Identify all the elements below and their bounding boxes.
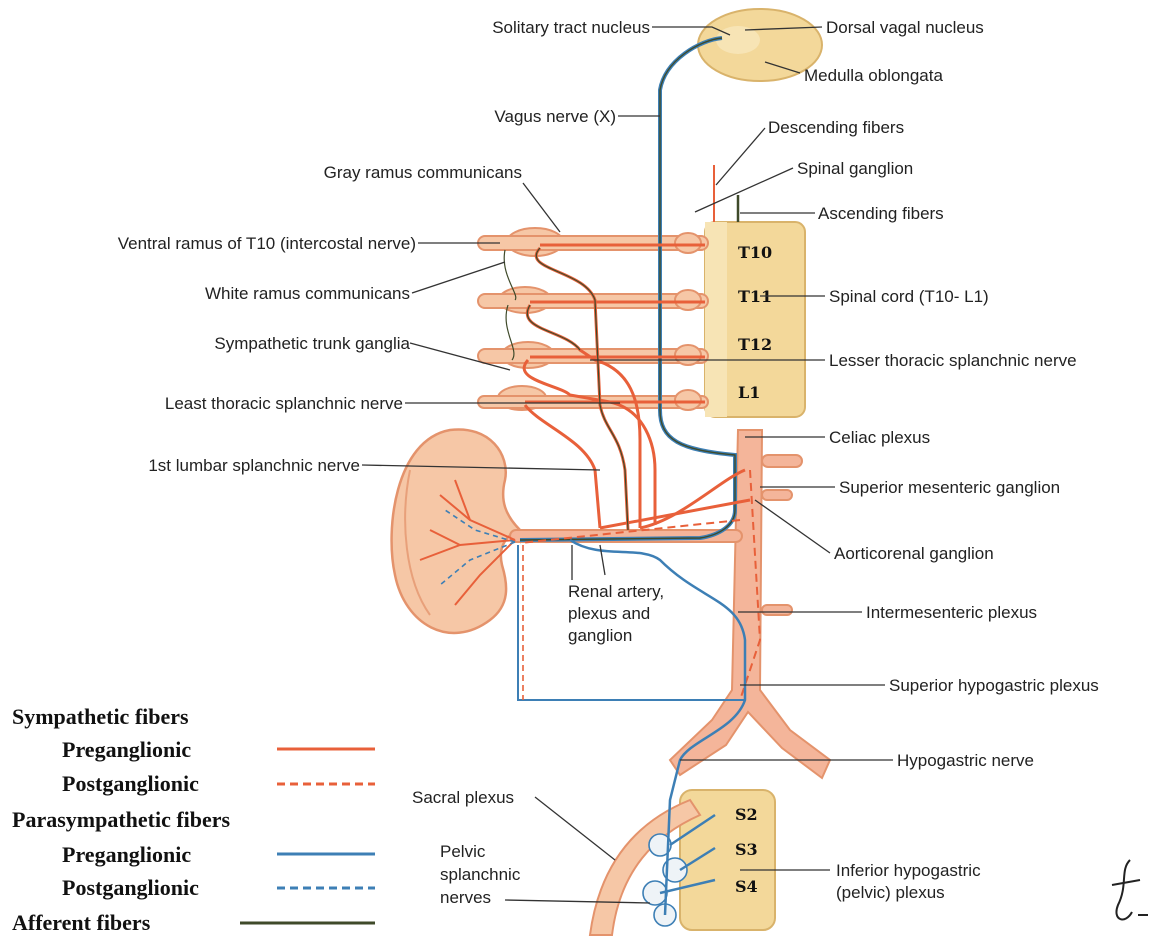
legend-sym-post-label: Postganglionic: [62, 771, 199, 796]
legend-sympathetic-heading: Sympathetic fibers: [12, 704, 189, 729]
label-celiac-plexus: Celiac plexus: [829, 428, 930, 447]
legend-para-post-label: Postganglionic: [62, 875, 199, 900]
label-ventral-ramus: Ventral ramus of T10 (intercostal nerve): [118, 234, 416, 253]
segment-t12: T12: [738, 335, 772, 354]
legend-parasympathetic-heading: Parasympathetic fibers: [12, 807, 231, 832]
label-gray-ramus: Gray ramus communicans: [324, 163, 522, 182]
legend-para-pre-label: Preganglionic: [62, 842, 191, 867]
aorta-shape: [670, 430, 830, 778]
label-sympathetic-trunk: Sympathetic trunk ganglia: [214, 334, 410, 353]
label-renal-line2: plexus and: [568, 604, 650, 623]
label-pelvic-line2: splanchnic: [440, 865, 521, 884]
label-inferior-line2: (pelvic) plexus: [836, 883, 945, 902]
segment-s2: S2: [735, 805, 758, 824]
segment-t10: T10: [738, 243, 772, 262]
label-first-lumbar: 1st lumbar splanchnic nerve: [148, 456, 360, 475]
label-inferior-line1: Inferior hypogastric: [836, 861, 981, 880]
label-lesser-splanchnic: Lesser thoracic splanchnic nerve: [829, 351, 1077, 370]
label-superior-hypogastric: Superior hypogastric plexus: [889, 676, 1099, 695]
segment-s3: S3: [735, 840, 758, 859]
label-solitary-tract-nucleus: Solitary tract nucleus: [492, 18, 650, 37]
label-dorsal-vagal-nucleus: Dorsal vagal nucleus: [826, 18, 984, 37]
legend: Sympathetic fibers Preganglionic Postgan…: [12, 704, 375, 935]
segment-s4: S4: [735, 877, 758, 896]
label-superior-mesenteric: Superior mesenteric ganglion: [839, 478, 1060, 497]
label-pelvic-line3: nerves: [440, 888, 491, 907]
label-spinal-cord: Spinal cord (T10- L1): [829, 287, 989, 306]
kidney-shape: [392, 429, 520, 633]
label-medulla-oblongata: Medulla oblongata: [804, 66, 943, 85]
segment-l1: L1: [738, 383, 760, 402]
label-renal-line3: ganglion: [568, 626, 632, 645]
label-hypogastric-nerve: Hypogastric nerve: [897, 751, 1034, 770]
signature-mark-icon: [1112, 860, 1148, 919]
label-ascending-fibers: Ascending fibers: [818, 204, 944, 223]
annotation-labels: Solitary tract nucleus Dorsal vagal nucl…: [118, 18, 1099, 907]
label-aorticorenal: Aorticorenal ganglion: [834, 544, 994, 563]
label-intermesenteric: Intermesenteric plexus: [866, 603, 1037, 622]
legend-sym-pre-label: Preganglionic: [62, 737, 191, 762]
label-vagus-nerve: Vagus nerve (X): [494, 107, 616, 126]
label-descending-fibers: Descending fibers: [768, 118, 904, 137]
legend-afferent-label: Afferent fibers: [12, 910, 151, 935]
label-least-splanchnic: Least thoracic splanchnic nerve: [165, 394, 403, 413]
label-white-ramus: White ramus communicans: [205, 284, 410, 303]
label-renal-line1: Renal artery,: [568, 582, 664, 601]
label-pelvic-line1: Pelvic: [440, 842, 486, 861]
label-spinal-ganglion: Spinal ganglion: [797, 159, 913, 178]
label-sacral-plexus: Sacral plexus: [412, 788, 514, 807]
